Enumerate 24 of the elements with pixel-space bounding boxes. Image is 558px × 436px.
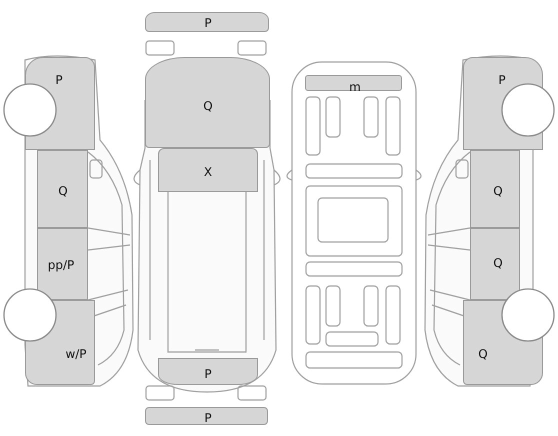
damage-code: w/P	[65, 347, 87, 361]
damage-code: Q	[58, 184, 68, 198]
damage-code: Q	[493, 256, 503, 270]
body-panel	[158, 148, 258, 192]
body-panel	[158, 358, 258, 385]
damage-code: m	[349, 80, 361, 94]
body-panel	[145, 407, 268, 425]
damage-code: Q	[478, 347, 488, 361]
body-panel	[37, 150, 88, 228]
damage-code: P	[204, 367, 212, 381]
body-panel	[470, 150, 520, 228]
damage-code: P	[498, 73, 506, 87]
damage-code: Q	[493, 184, 503, 198]
damage-code: P	[55, 73, 63, 87]
body-panel	[305, 75, 402, 91]
body-panel	[470, 228, 520, 300]
body-panel	[37, 228, 88, 300]
damage-code: pp/P	[48, 258, 74, 272]
body-panel	[145, 12, 269, 32]
damage-code: P	[204, 16, 212, 30]
damage-code: Q	[203, 99, 213, 113]
damage-code: P	[204, 411, 212, 425]
damage-code: X	[204, 165, 212, 179]
body-panel	[145, 57, 270, 148]
